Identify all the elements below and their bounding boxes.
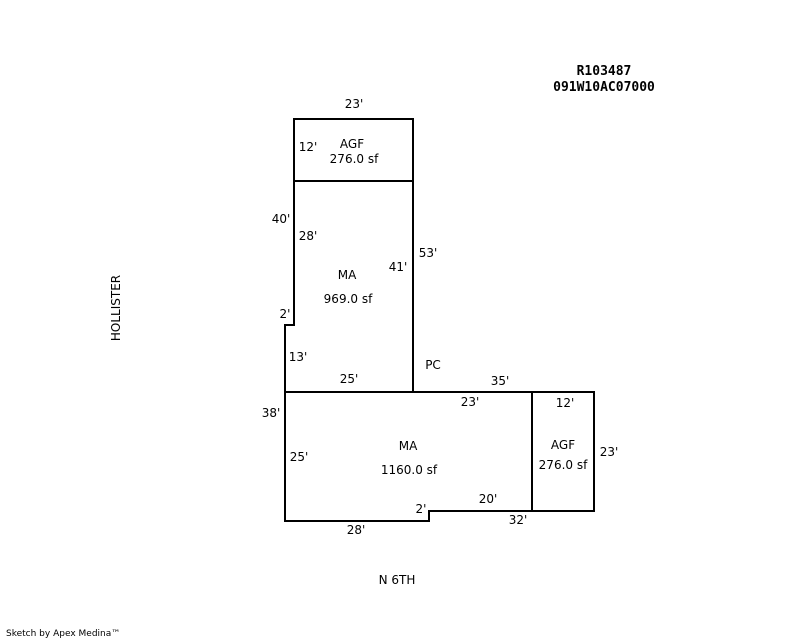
ma-upper-label: MA (338, 268, 357, 282)
dim-bottom-32: 32' (509, 513, 528, 527)
dim-west-38: 38' (262, 406, 281, 420)
dim-agf-right-east-23: 23' (600, 445, 619, 459)
map-number: 091W10AC07000 (553, 80, 655, 95)
agf-right-outline (531, 391, 595, 512)
dim-lower-top-23: 23' (461, 395, 480, 409)
sketch-credit: Sketch by Apex Medina™ (6, 629, 120, 639)
dim-upper-bottom-25: 25' (340, 372, 359, 386)
dim-pc-35: 35' (491, 374, 510, 388)
agf-top-label: AGF (340, 137, 364, 151)
dim-lower-20: 20' (479, 492, 498, 506)
agf-right-label: AGF (551, 438, 575, 452)
dim-west-13: 13' (289, 350, 308, 364)
dim-east-53: 53' (419, 246, 438, 260)
street-west-label: HOLLISTER (109, 275, 123, 341)
ma-lower-area: 1160.0 sf (381, 463, 438, 477)
agf-top-area: 276.0 sf (330, 152, 379, 166)
dim-agf-top-depth: 12' (299, 140, 318, 154)
pc-label: PC (425, 358, 441, 372)
dim-lower-west-25: 25' (290, 450, 309, 464)
dim-upper-west-40: 40' (272, 212, 291, 226)
dim-jog-2-upper: 2' (280, 307, 291, 321)
parcel-id: R103487 (577, 64, 632, 79)
dim-agf-right-top-12: 12' (556, 396, 575, 410)
dim-bottom-28: 28' (347, 523, 366, 537)
dim-agf-top-width: 23' (345, 97, 364, 111)
ma-lower-label: MA (399, 439, 418, 453)
dim-jog-2-lower: 2' (416, 502, 427, 516)
street-south-label: N 6TH (379, 573, 416, 587)
agf-right-area: 276.0 sf (539, 458, 588, 472)
ma-upper-area: 969.0 sf (324, 292, 373, 306)
dim-upper-west-28: 28' (299, 229, 318, 243)
dim-upper-east-41: 41' (389, 260, 408, 274)
